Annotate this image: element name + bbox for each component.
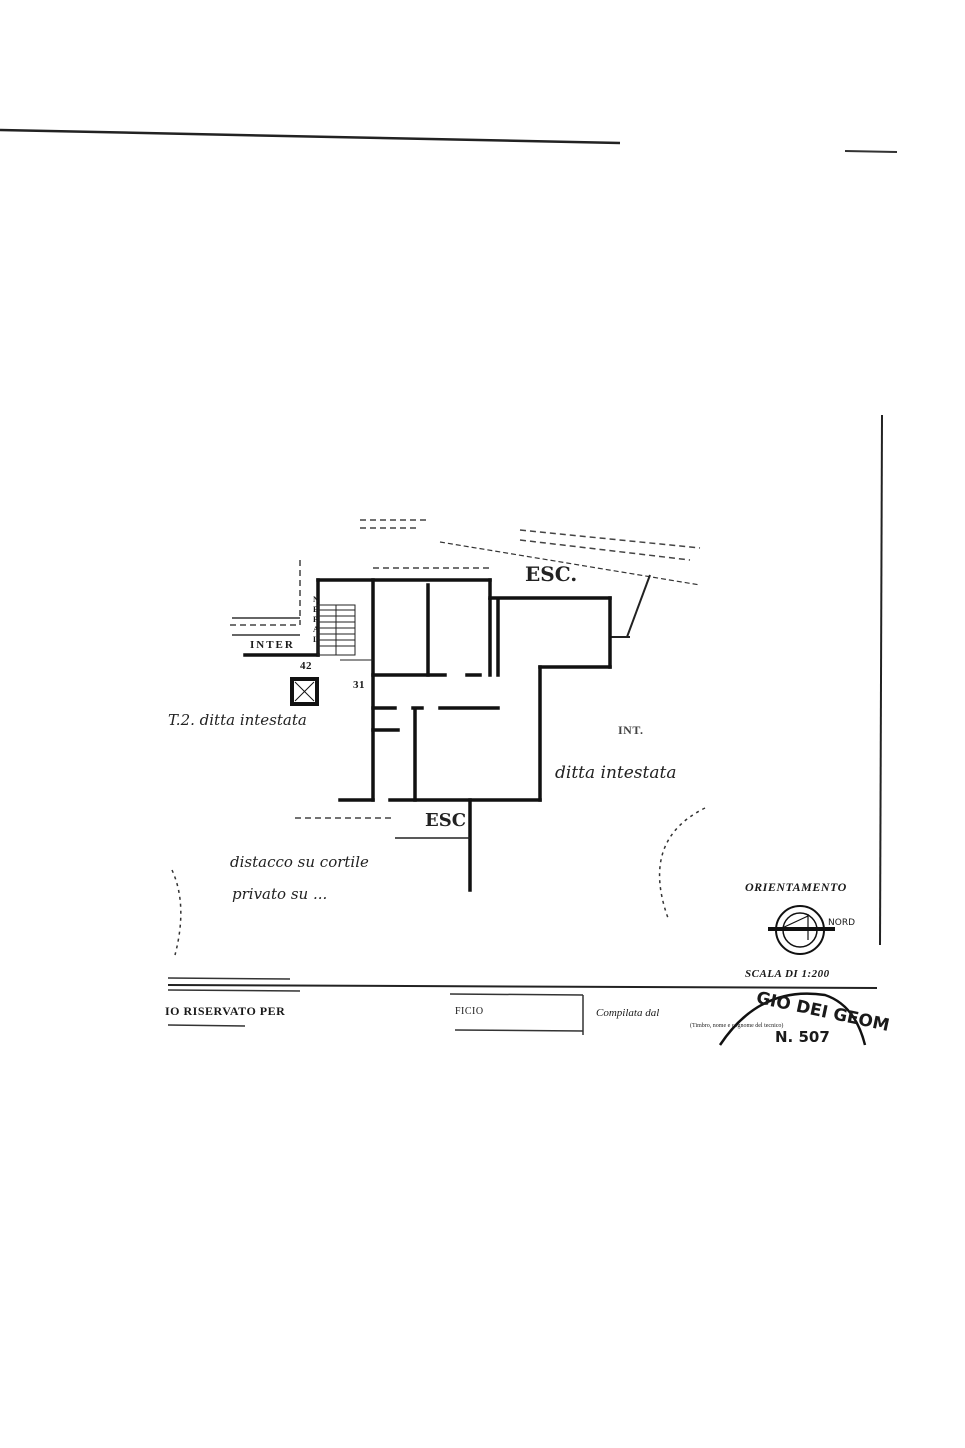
footer-rule (167, 1024, 246, 1027)
office-box (449, 993, 584, 996)
distacco-line2: privato su ... (232, 885, 328, 903)
int-label: INT. (618, 723, 644, 737)
right-owner-label: ditta intestata (555, 763, 677, 783)
boundary-line (626, 574, 651, 638)
left-owner-label: T.2. ditta intestata (168, 711, 307, 729)
orientation-title: ORIENTAMENTO (745, 880, 847, 894)
reserved-label: IO RISERVATO PER (165, 1004, 286, 1018)
stair-icon (317, 604, 356, 656)
compiled-by-label: Compilata dal (596, 1007, 660, 1019)
top-rule-right (844, 150, 898, 153)
walls (243, 578, 612, 892)
dashed-arc (171, 869, 182, 956)
stamp-caption: (Timbro, nome e cognome del tecnico) (690, 1023, 784, 1029)
office-label: FICIO (455, 1006, 484, 1017)
esc-bottom-label: ESC (425, 810, 467, 831)
inter-label: INTER (250, 639, 295, 651)
frame-right (879, 414, 883, 946)
terrace-hatch (230, 519, 701, 819)
distacco-line1: distacco su cortile (230, 853, 369, 871)
boundary-line (439, 541, 701, 586)
office-box (454, 1029, 584, 1032)
dashed-arc (658, 807, 706, 919)
landing-31-label: 31 (353, 679, 365, 691)
nord-label: NORD (828, 918, 855, 928)
compass-icon (768, 905, 835, 955)
elevator-icon (290, 677, 319, 706)
landing-42-label: 42 (300, 660, 312, 672)
surveyor-stamp (718, 992, 867, 1046)
footer-rule (167, 989, 301, 992)
top-rule (0, 128, 621, 145)
scale-label: SCALA DI 1:200 (745, 968, 830, 980)
stamp-number: N. 507 (775, 1028, 830, 1046)
frame-bottom (167, 984, 878, 989)
esc-top-label: ESC. (525, 562, 578, 586)
footer-rule (167, 977, 291, 980)
ne-pal-label: NE PAL (313, 595, 320, 644)
